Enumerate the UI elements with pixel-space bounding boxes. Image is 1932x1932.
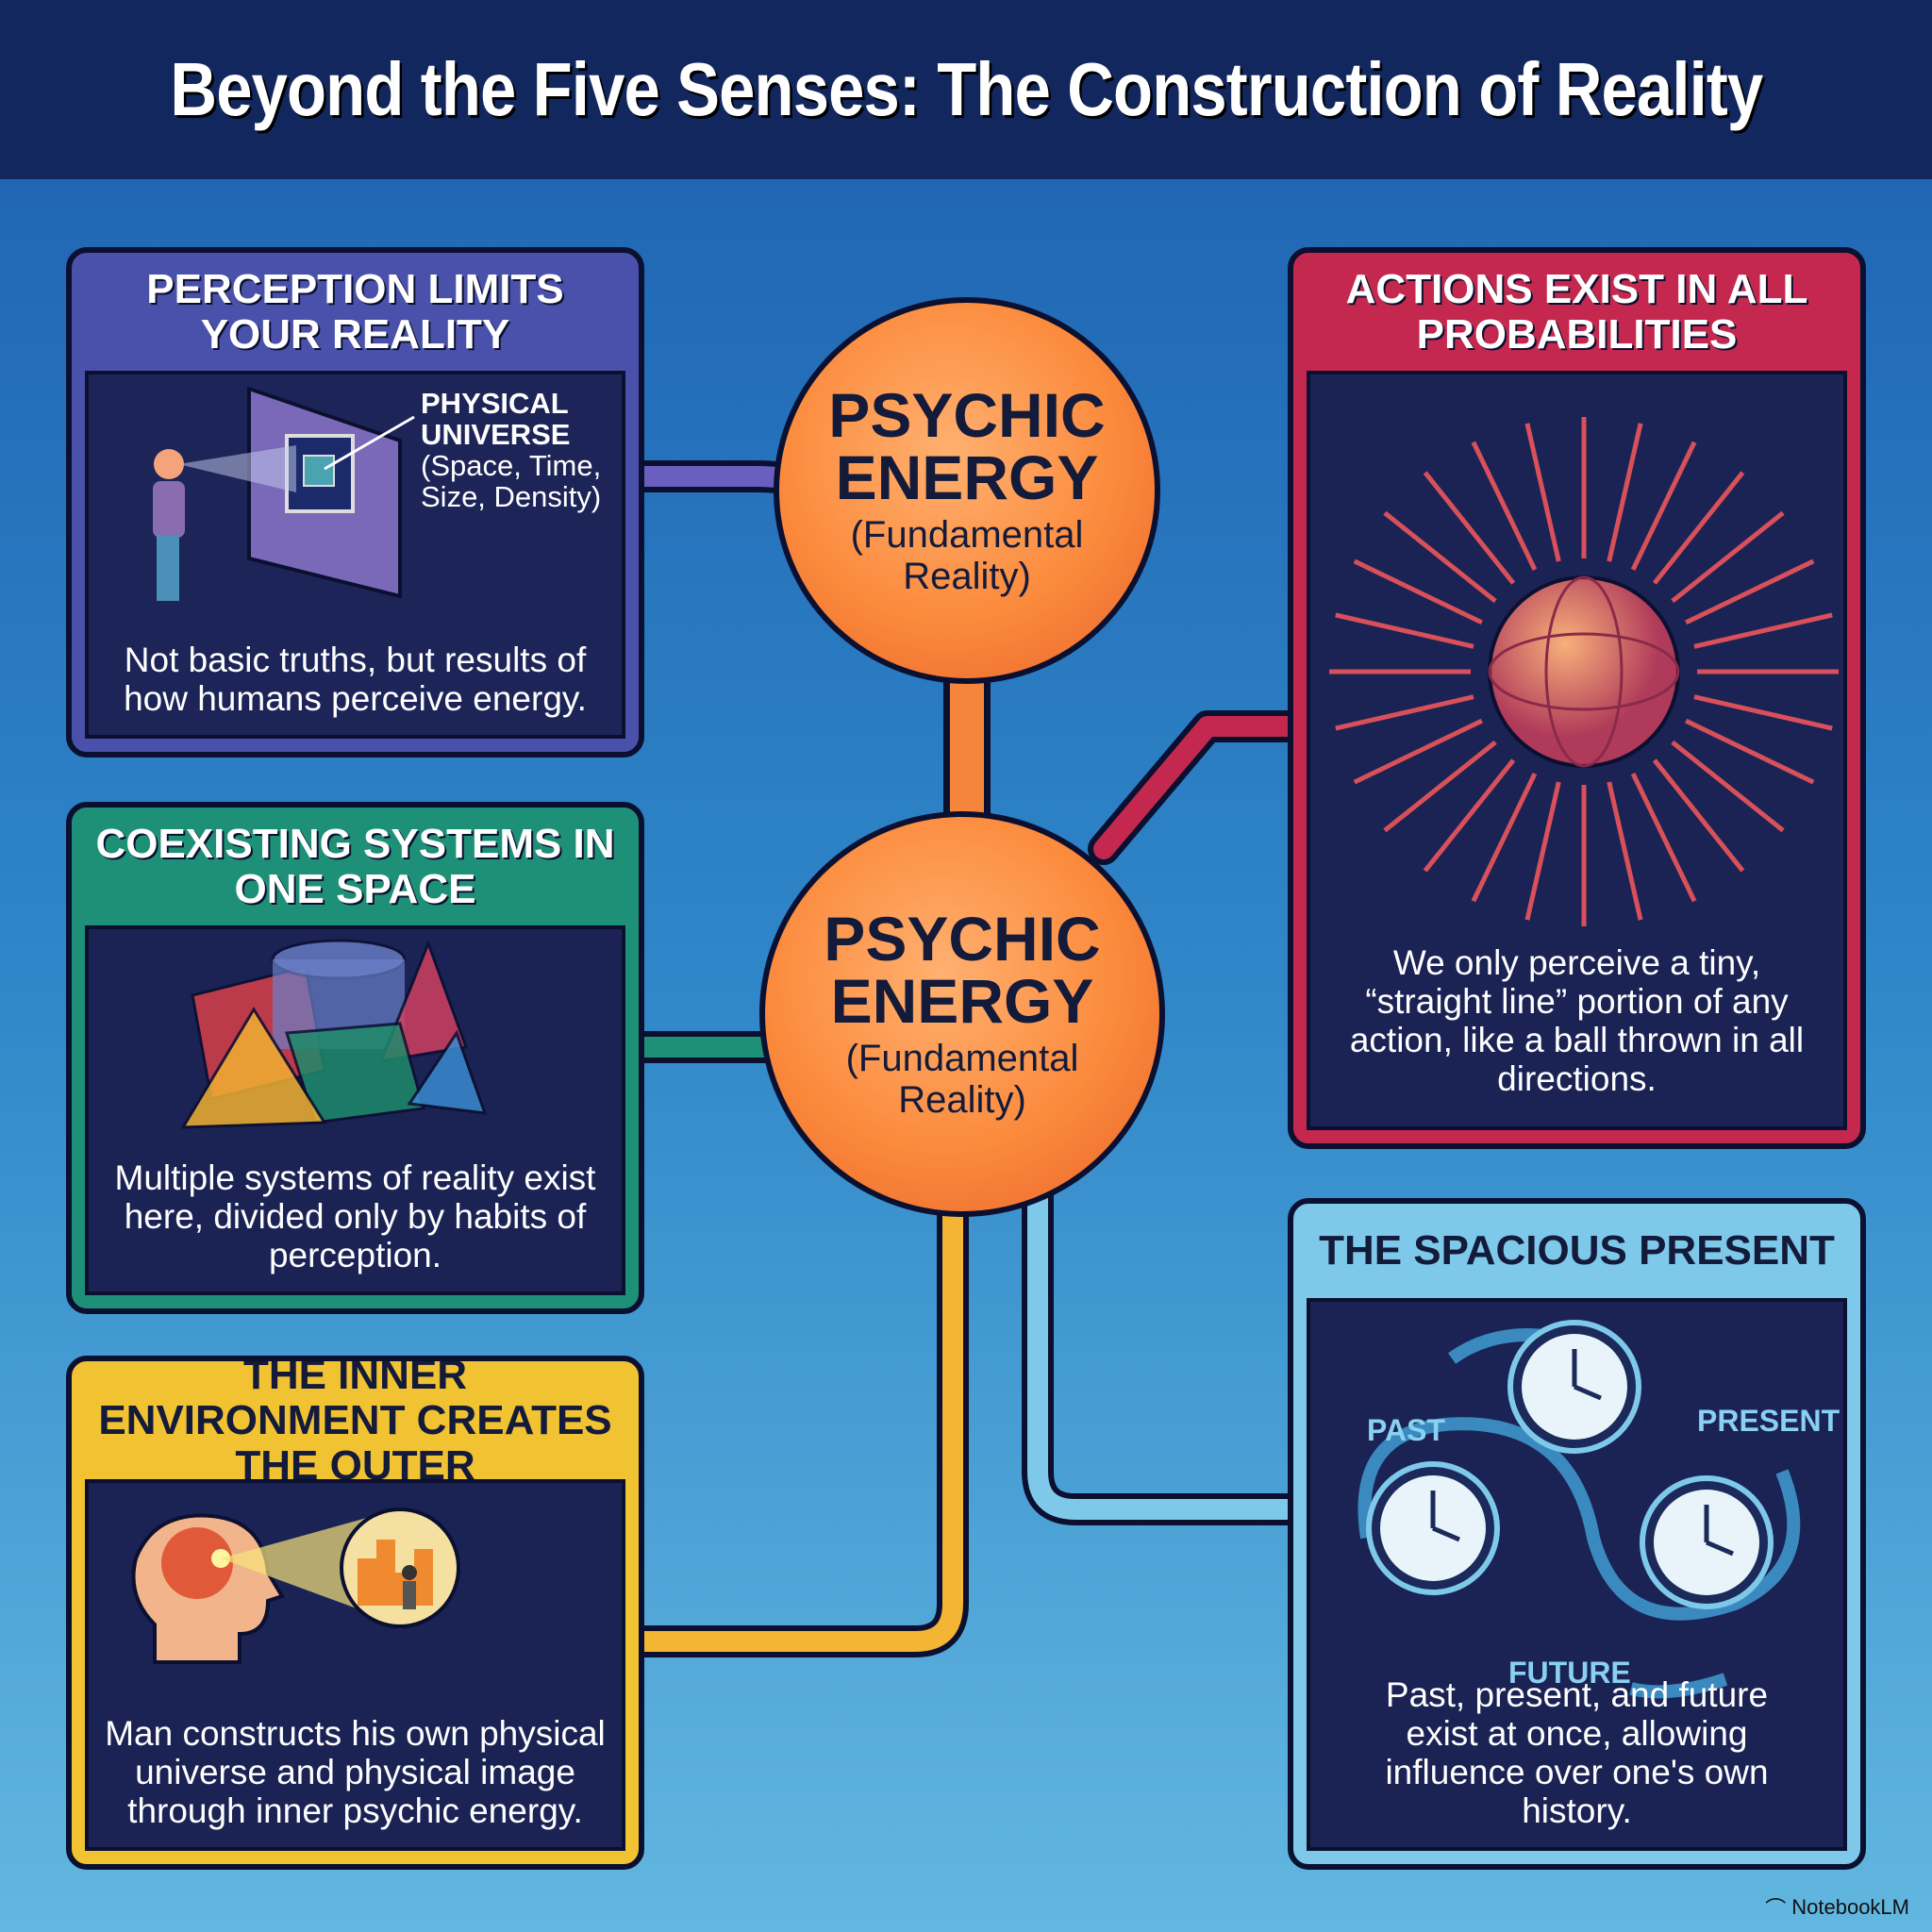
ball-icon: [1488, 575, 1680, 768]
ray: [1524, 781, 1561, 921]
overlapping-shapes-illustration: [180, 939, 488, 1129]
ray: [1652, 758, 1745, 873]
panel-description: Multiple systems of reality exist here, …: [114, 1158, 596, 1274]
clock-icon: [1640, 1475, 1774, 1609]
ray: [1335, 694, 1474, 731]
brain-icon: [161, 1527, 233, 1599]
panel-description: We only perceive a tiny, “straight line”…: [1349, 943, 1805, 1098]
panel-spacious-present: THE SPACIOUS PRESENT PAST PRESENT FUTURE…: [1288, 1198, 1866, 1870]
ray: [1607, 423, 1643, 562]
panel-coexisting: COEXISTING SYSTEMS IN ONE SPACE Multiple…: [66, 802, 644, 1314]
psychic-energy-circle-bottom: PSYCHIC ENERGY (Fundamental Reality): [759, 811, 1165, 1217]
brand-logo: ⌒NotebookLM: [1765, 1892, 1909, 1923]
physical-universe-label: PHYSICAL UNIVERSE (Space, Time, Size, De…: [421, 388, 624, 512]
label-subtitle: (Space, Time, Size, Density): [421, 449, 602, 513]
circle-subtitle: (Fundamental Reality): [850, 514, 1084, 597]
page-title: Beyond the Five Senses: The Construction…: [170, 47, 1763, 131]
panel-title: THE INNER ENVIRONMENT CREATES THE OUTER: [98, 1356, 612, 1489]
ray: [1693, 612, 1833, 649]
future-label: FUTURE: [1508, 1656, 1631, 1690]
ray: [1423, 471, 1516, 585]
head-projection-illustration: [131, 1507, 460, 1664]
clock-icon: [1366, 1461, 1500, 1595]
brand-name: NotebookLM: [1791, 1895, 1909, 1919]
ray: [1630, 773, 1697, 903]
circle-title: PSYCHIC ENERGY: [824, 904, 1101, 1036]
arrow-icon: [1629, 1673, 1728, 1699]
panel-title: PERCEPTION LIMITS YOUR REALITY: [146, 265, 564, 358]
ray: [1353, 558, 1483, 625]
panel-description: Past, present, and future exist at once,…: [1385, 1675, 1769, 1830]
clocks-illustration: [1357, 1320, 1801, 1699]
notebooklm-icon: ⌒: [1765, 1897, 1787, 1921]
panel-actions: ACTIONS EXIST IN ALL PROBABILITIES We on…: [1288, 247, 1866, 1149]
ray: [1524, 423, 1561, 562]
panel-inner-environment: THE INNER ENVIRONMENT CREATES THE OUTER …: [66, 1356, 644, 1870]
ray: [1353, 718, 1483, 785]
circle-subtitle: (Fundamental Reality): [845, 1038, 1079, 1121]
past-label: PAST: [1367, 1413, 1445, 1447]
title-bar: Beyond the Five Senses: The Construction…: [0, 0, 1932, 179]
panel-description: Not basic truths, but results of how hum…: [124, 641, 587, 718]
ray: [1607, 781, 1643, 921]
observer-window-illustration: [153, 386, 415, 601]
ray: [1671, 510, 1785, 604]
panel-description: Man constructs his own physical universe…: [105, 1714, 606, 1830]
panel-title: ACTIONS EXIST IN ALL PROBABILITIES: [1345, 265, 1808, 358]
ray: [1652, 471, 1745, 585]
ray: [1383, 510, 1497, 604]
clock-icon: [1507, 1320, 1641, 1454]
cube-icon: [303, 455, 335, 487]
circle-title: PSYCHIC ENERGY: [828, 380, 1106, 512]
panel-perception: PERCEPTION LIMITS YOUR REALITY PHYSICAL …: [66, 247, 644, 758]
present-label: PRESENT: [1697, 1404, 1840, 1438]
label-title: PHYSICAL UNIVERSE: [421, 387, 571, 451]
psychic-energy-circle-top: PSYCHIC ENERGY (Fundamental Reality): [774, 297, 1160, 684]
probability-burst-illustration: [1329, 417, 1839, 926]
ray: [1685, 558, 1815, 625]
ray: [1383, 740, 1497, 833]
ray: [1671, 740, 1785, 833]
ray: [1630, 441, 1697, 571]
ray: [1693, 694, 1833, 731]
ray: [1335, 612, 1474, 649]
ray: [1471, 773, 1538, 903]
ray: [1423, 758, 1516, 873]
panel-title: COEXISTING SYSTEMS IN ONE SPACE: [95, 820, 615, 912]
ray: [1471, 441, 1538, 571]
panel-title: THE SPACIOUS PRESENT: [1319, 1227, 1835, 1274]
person-icon: [153, 449, 185, 601]
ray: [1685, 718, 1815, 785]
